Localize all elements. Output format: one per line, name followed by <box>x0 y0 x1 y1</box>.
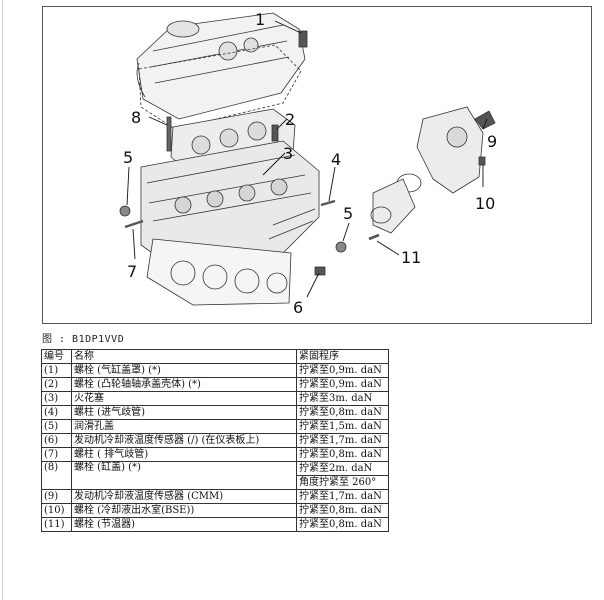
callout-5-right: 5 <box>343 204 353 223</box>
cell-name: 螺栓 (气缸盖罩) (*) <box>71 363 297 378</box>
callout-4: 4 <box>331 150 341 169</box>
header-no: 编号 <box>41 349 72 364</box>
cell-torque: 拧紧至0,9m. daN <box>296 377 389 392</box>
bolt-1 <box>298 30 308 48</box>
cell-torque: 拧紧至0,8m. daN <box>296 447 389 462</box>
cell-name: 螺柱 ( 排气歧管) <box>71 447 297 462</box>
bolt-11 <box>368 233 380 241</box>
plug-5-left <box>119 205 131 217</box>
callout-6: 6 <box>293 298 303 317</box>
callout-1: 1 <box>255 10 265 29</box>
cell-name: 火花塞 <box>71 391 297 406</box>
table-row: (9) 发动机冷却液温度传感器 (CMM) 拧紧至1,7m. daN <box>41 489 389 504</box>
leader-lines <box>126 20 488 298</box>
cell-torque: 拧紧至0,8m. daN <box>296 405 389 420</box>
cell-torque: 拧紧至0,8m. daN <box>296 503 389 518</box>
cell-no: (1) <box>41 363 72 378</box>
callout-10: 10 <box>475 194 495 213</box>
callout-2: 2 <box>285 110 295 129</box>
table-row: (11) 螺栓 (节温器) 拧紧至0,8m. daN <box>41 517 389 532</box>
callout-7: 7 <box>127 262 137 281</box>
coolant-outlet-housing <box>370 106 484 234</box>
head-gasket <box>146 238 292 306</box>
cell-name: 螺栓 (冷却液出水室(BSE)) <box>71 503 297 518</box>
cell-no: (4) <box>41 405 72 420</box>
cell-name: 螺柱 (进气歧管) <box>71 405 297 420</box>
engine-illustration: 1 2 3 4 5 5 6 7 8 9 10 11 <box>119 10 497 317</box>
cell-torque: 拧紧至0,8m. daN <box>296 517 389 532</box>
cell-no: (5) <box>41 419 72 434</box>
table-header-row: 编号 名称 紧固程序 <box>41 349 389 364</box>
stud-4 <box>320 199 336 207</box>
bolt-8 <box>166 116 172 152</box>
figure-caption: 图 : B1DP1VVD <box>42 334 125 345</box>
sensor-9 <box>474 110 496 130</box>
cell-no: (10) <box>41 503 72 518</box>
header-torque: 紧固程序 <box>296 349 389 364</box>
header-name: 名称 <box>71 349 297 364</box>
sensor-6 <box>314 266 326 276</box>
plug-5-right <box>335 241 347 253</box>
bolt-2 <box>271 124 279 142</box>
callout-11: 11 <box>401 248 421 267</box>
torque-table: 编号 名称 紧固程序 (1) 螺栓 (气缸盖罩) (*) 拧紧至0,9m. da… <box>41 349 389 532</box>
cell-name: 螺栓 (缸盖) (*) <box>71 461 297 490</box>
table-row: (1) 螺栓 (气缸盖罩) (*) 拧紧至0,9m. daN <box>41 363 389 378</box>
table-row: (2) 螺栓 (凸轮轴轴承盖壳体) (*) 拧紧至0,9m. daN <box>41 377 389 392</box>
cell-no: (2) <box>41 377 72 392</box>
cell-torque: 拧紧至0,9m. daN <box>296 363 389 378</box>
cell-name: 发动机冷却液温度传感器 (/) (在仪表板上) <box>71 433 297 448</box>
callout-3: 3 <box>283 144 293 163</box>
table-row: (6) 发动机冷却液温度传感器 (/) (在仪表板上) 拧紧至1,7m. daN <box>41 433 389 448</box>
cell-torque: 拧紧至1,5m. daN <box>296 419 389 434</box>
page-left-rule <box>2 0 3 600</box>
cell-no: (11) <box>41 517 72 532</box>
cell-name: 螺栓 (凸轮轴轴承盖壳体) (*) <box>71 377 297 392</box>
cell-torque: 拧紧至1,7m. daN <box>296 433 389 448</box>
callout-9: 9 <box>487 132 497 151</box>
cell-name: 润滑孔盖 <box>71 419 297 434</box>
table-row: (4) 螺柱 (进气歧管) 拧紧至0,8m. daN <box>41 405 389 420</box>
cell-torque-angle: 角度拧紧至 260° <box>296 475 389 490</box>
callout-8: 8 <box>131 108 141 127</box>
cell-name: 发动机冷却液温度传感器 (CMM) <box>71 489 297 504</box>
cell-no: (9) <box>41 489 72 504</box>
cover-gasket <box>138 44 302 130</box>
cell-torque: 拧紧至3m. daN <box>296 391 389 406</box>
stud-7 <box>124 219 144 229</box>
cell-no: (8) <box>41 461 72 490</box>
table-row: (7) 螺柱 ( 排气歧管) 拧紧至0,8m. daN <box>41 447 389 462</box>
cell-no: (7) <box>41 447 72 462</box>
cell-no: (3) <box>41 391 72 406</box>
cylinder-head-cover <box>136 12 306 120</box>
bolt-10 <box>478 156 486 166</box>
callout-5-left: 5 <box>123 148 133 167</box>
cell-name: 螺栓 (节温器) <box>71 517 297 532</box>
cell-no: (6) <box>41 433 72 448</box>
table-row: (5) 润滑孔盖 拧紧至1,5m. daN <box>41 419 389 434</box>
table-row: (3) 火花塞 拧紧至3m. daN <box>41 391 389 406</box>
cylinder-head <box>140 140 320 270</box>
table-row: (8) 螺栓 (缸盖) (*) 拧紧至2m. daN <box>41 461 389 490</box>
engine-exploded-figure: 1 2 3 4 5 5 6 7 8 9 10 11 <box>42 6 592 324</box>
cell-torque: 拧紧至2m. daN <box>296 461 389 476</box>
table-row: (10) 螺栓 (冷却液出水室(BSE)) 拧紧至0,8m. daN <box>41 503 389 518</box>
cell-torque: 拧紧至1,7m. daN <box>296 489 389 504</box>
